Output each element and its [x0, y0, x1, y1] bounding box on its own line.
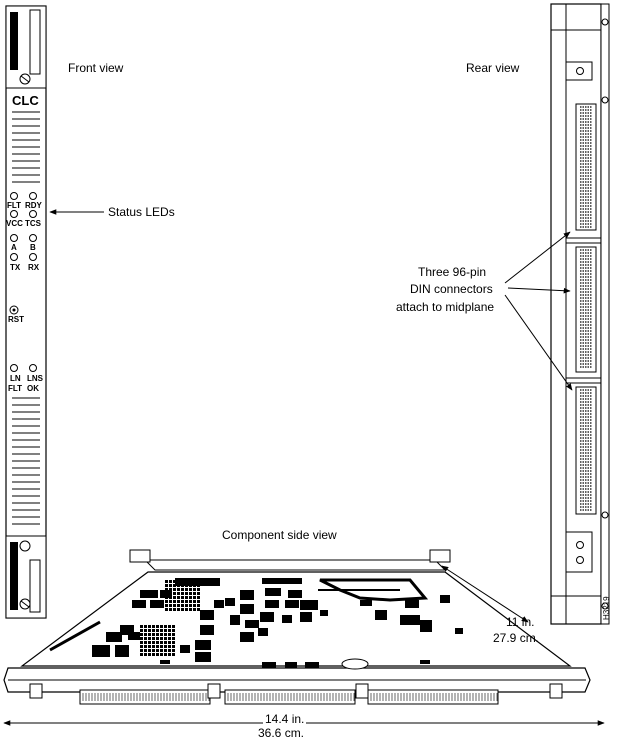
line-label-ln: LN [10, 374, 21, 383]
connector-arrow-top [504, 231, 571, 284]
line-label-flt: FLT [8, 384, 23, 393]
connector-callout-line-3: attach to midplane [396, 300, 495, 314]
reset-label: RST [8, 315, 24, 324]
line-label-lns: LNS [27, 374, 43, 383]
led-label-a: A [11, 243, 17, 252]
depth-dimension-line [441, 565, 529, 623]
connector-arrow-middle [507, 287, 571, 294]
depth-dim-cm: 27.9 cm. [493, 631, 540, 645]
line-label-ok: OK [27, 384, 39, 393]
rear-view-caption: Rear view [466, 61, 520, 75]
status-leds-callout: Status LEDs [108, 205, 175, 219]
front-view-caption: Front view [68, 61, 124, 75]
led-label-vcc: VCC [6, 219, 23, 228]
width-dim-in: 14.4 in. [263, 712, 307, 726]
card-label: CLC [12, 93, 39, 108]
led-label-flt: FLT [7, 201, 22, 210]
led-label-rdy: RDY [25, 201, 42, 210]
led-label-tcs: TCS [25, 219, 41, 228]
led-label-tx: TX [10, 263, 21, 272]
component-view-caption: Component side view [222, 528, 337, 542]
component-board [3, 549, 591, 705]
front-panel [5, 5, 47, 619]
depth-dim-in: 11 in. [506, 615, 535, 629]
led-label-rx: RX [28, 263, 40, 272]
connector-arrow-bottom [504, 294, 573, 391]
rear-panel [550, 3, 610, 625]
width-dim-cm: 36.6 cm. [258, 726, 305, 740]
led-label-b: B [30, 243, 36, 252]
connector-callout-line-2: DIN connectors [410, 282, 493, 296]
figure-id: H3219 [602, 596, 611, 620]
connector-callout-line-1: Three 96-pin [418, 265, 487, 279]
